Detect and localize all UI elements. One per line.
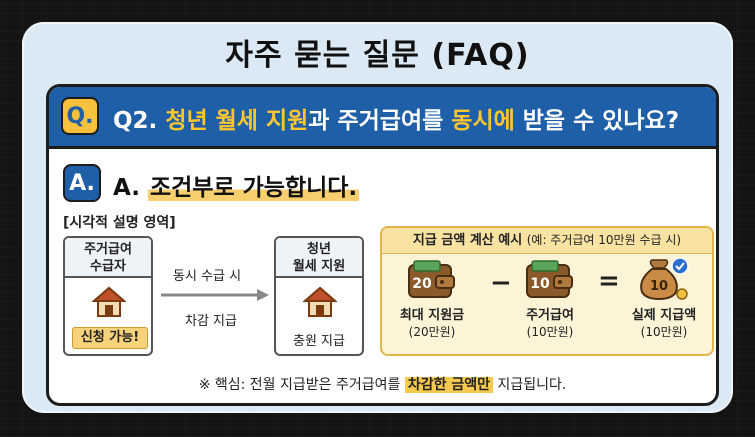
right-box-title: 청년 월세 지원 [276,238,362,278]
flow-arrow-icon [161,289,269,301]
left-box-title-line1: 주거급여 [84,242,132,257]
question-badge: Q. [61,97,99,135]
housing-benefit-value: (10만원) [526,325,574,339]
equals-sign: = [598,266,620,296]
faq-panel: Q. Q2. 청년 월세 지원과 주거급여를 동시에 받을 수 있나요? A. … [46,84,719,406]
question-prefix: Q2. [113,108,166,134]
calculation-subtitle: (예: 주거급여 10만원 수급 시) [526,233,682,247]
house-icon [303,286,337,317]
bag-amount-10: 10 [650,279,668,294]
question-highlight-simultaneous: 동시에 [451,108,515,134]
right-box-title-line1: 청년 [307,242,331,257]
youth-rent-support-box: 청년 월세 지원 충원 지급 [274,236,364,356]
calculation-title: 지급 금액 계산 예시 [412,233,523,248]
housing-benefit-label: 주거급여 [526,308,574,323]
answer-badge: A. [63,164,101,202]
question-mid: 과 주거급여를 [308,108,452,134]
house-icon [92,286,126,317]
arrow-label-bottom: 차감 지급 [185,314,237,329]
answer-highlight: 조건부로 가능합니다. [147,175,360,201]
page-title: 자주 묻는 질문 (FAQ) [225,38,530,73]
question-suffix: 받을 수 있나요? [514,108,680,134]
question-text: Q2. 청년 월세 지원과 주거급여를 동시에 받을 수 있나요? [113,101,679,135]
left-box-title-line2: 수급자 [90,259,126,274]
actual-payment-label: 실제 지급액 [631,308,697,323]
visual-section-label: [시각적 설명 영역] [63,215,176,231]
calculation-example-box: 지급 금액 계산 예시 (예: 주거급여 10만원 수급 시) 20 최대 지원… [380,226,714,356]
question-bar: Q. Q2. 청년 월세 지원과 주거급여를 동시에 받을 수 있나요? [49,87,716,149]
apply-available-tag: 신청 가능! [72,327,148,349]
actual-payment-item: 10 실제 지급액 (10만원) [618,257,710,340]
max-support-value: (20만원) [408,325,456,339]
right-box-title-line2: 월세 지원 [292,259,346,274]
money-bag-icon: 10 [640,257,689,301]
wallet-icon: 20 [408,260,455,298]
answer-text: A. 조건부로 가능합니다. [113,168,360,202]
wallet-amount-20: 20 [412,276,432,292]
max-support-item: 20 최대 지원금 (20만원) [388,260,476,340]
question-highlight-youth-rent: 청년 월세 지원 [165,108,309,134]
housing-benefit-item: 10 주거급여 (10만원) [506,260,594,340]
note-suffix: 지급됩니다. [492,377,567,393]
answer-prefix: A. [113,175,148,201]
housing-benefit-recipient-box: 주거급여 수급자 신청 가능! [63,236,153,356]
max-support-label: 최대 지원금 [399,308,465,323]
actual-payment-value: (10만원) [640,325,688,339]
right-box-footer: 충원 지급 [293,334,345,349]
wallet-amount-10: 10 [530,276,550,292]
arrow-label-top: 동시 수급 시 [173,269,242,284]
note-prefix: ※ 핵심: 전월 지급받은 주거급여를 [198,377,405,393]
calculation-header: 지급 금액 계산 예시 (예: 주거급여 10만원 수급 시) [382,228,712,254]
wallet-icon: 10 [526,260,573,298]
left-box-title: 주거급여 수급자 [65,238,151,278]
minus-sign: − [490,268,512,298]
note-highlight: 차감한 금액만 [404,377,493,393]
faq-card: 자주 묻는 질문 (FAQ) Q. Q2. 청년 월세 지원과 주거급여를 동시… [22,22,733,413]
key-note: ※ 핵심: 전월 지급받은 주거급여를 차감한 금액만 지급됩니다. [49,374,716,394]
